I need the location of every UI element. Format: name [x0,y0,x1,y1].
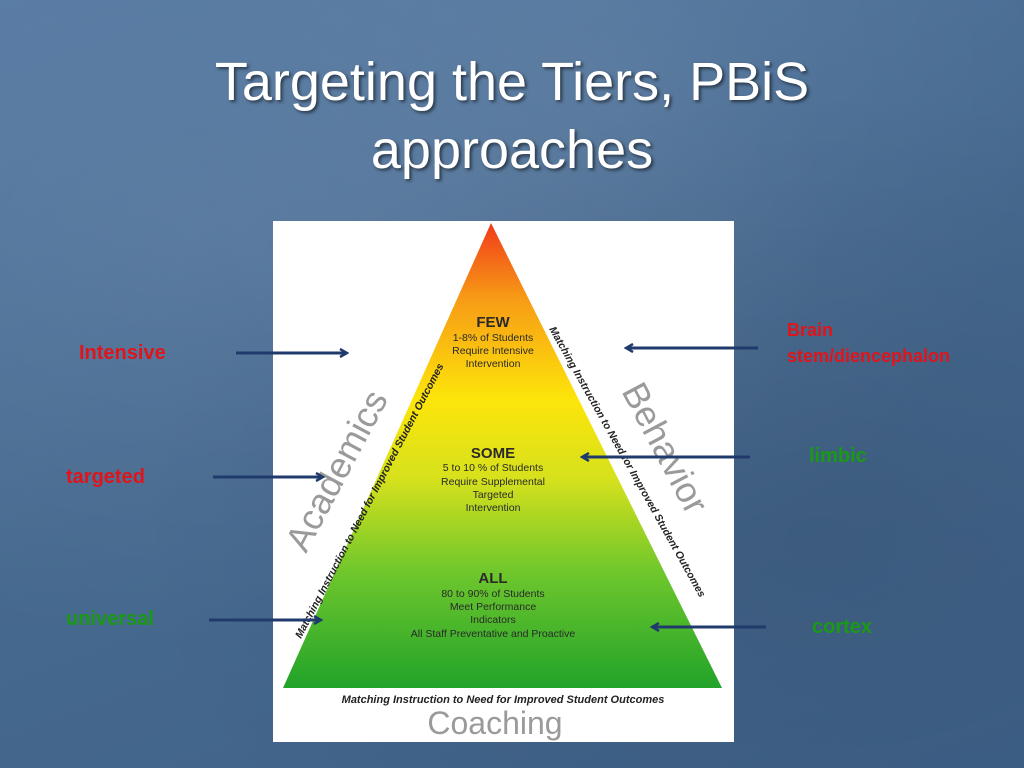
label-targeted: targeted [66,466,145,488]
tier-some-line-1: 5 to 10 % of Students [443,462,543,474]
tier-few-line-3: Intervention [466,358,521,370]
label-brain-line-1: Brain [787,320,834,340]
label-universal: universal [66,608,154,630]
label-brain-stem: Brain stem/diencephalon [787,317,950,369]
tier-all-line-4: All Staff Preventative and Proactive [411,628,576,640]
title-line-2: approaches [370,120,654,180]
tier-some-line-3: Targeted [473,489,514,501]
tier-few-line-2: Require Intensive [452,345,534,357]
tier-all-line-2: Meet Performance [450,601,537,613]
title-line-1: Targeting the Tiers, PBiS [214,52,810,112]
coaching-label: Coaching [427,705,562,741]
label-brain-line-2: stem/diencephalon [787,346,951,366]
label-cortex: cortex [812,616,873,638]
bottom-edge-text: Matching Instruction to Need for Improve… [342,694,665,706]
pyramid-shape [283,223,722,688]
label-limbic: limbic [809,445,867,467]
slide-title: Targeting the Tiers, PBiS approaches [0,48,1024,184]
tier-all-line-3: Indicators [470,614,516,626]
pyramid-diagram: Academics Behavior Matching Instruction … [277,223,722,741]
tier-few-line-1: 1-8% of Students [453,332,534,344]
tier-some: SOME 5 to 10 % of Students Require Suppl… [441,445,545,514]
tier-some-heading: SOME [471,445,515,462]
tier-all-heading: ALL [478,570,507,587]
tier-some-line-4: Intervention [466,502,521,514]
tier-all: ALL 80 to 90% of Students Meet Performan… [411,570,576,640]
label-intensive: Intensive [79,342,166,364]
pyramid-panel: Academics Behavior Matching Instruction … [273,221,734,742]
tier-few: FEW 1-8% of Students Require Intensive I… [452,314,534,370]
tier-all-line-1: 80 to 90% of Students [441,588,544,600]
tier-some-line-2: Require Supplemental [441,476,545,488]
tier-few-heading: FEW [476,314,510,331]
